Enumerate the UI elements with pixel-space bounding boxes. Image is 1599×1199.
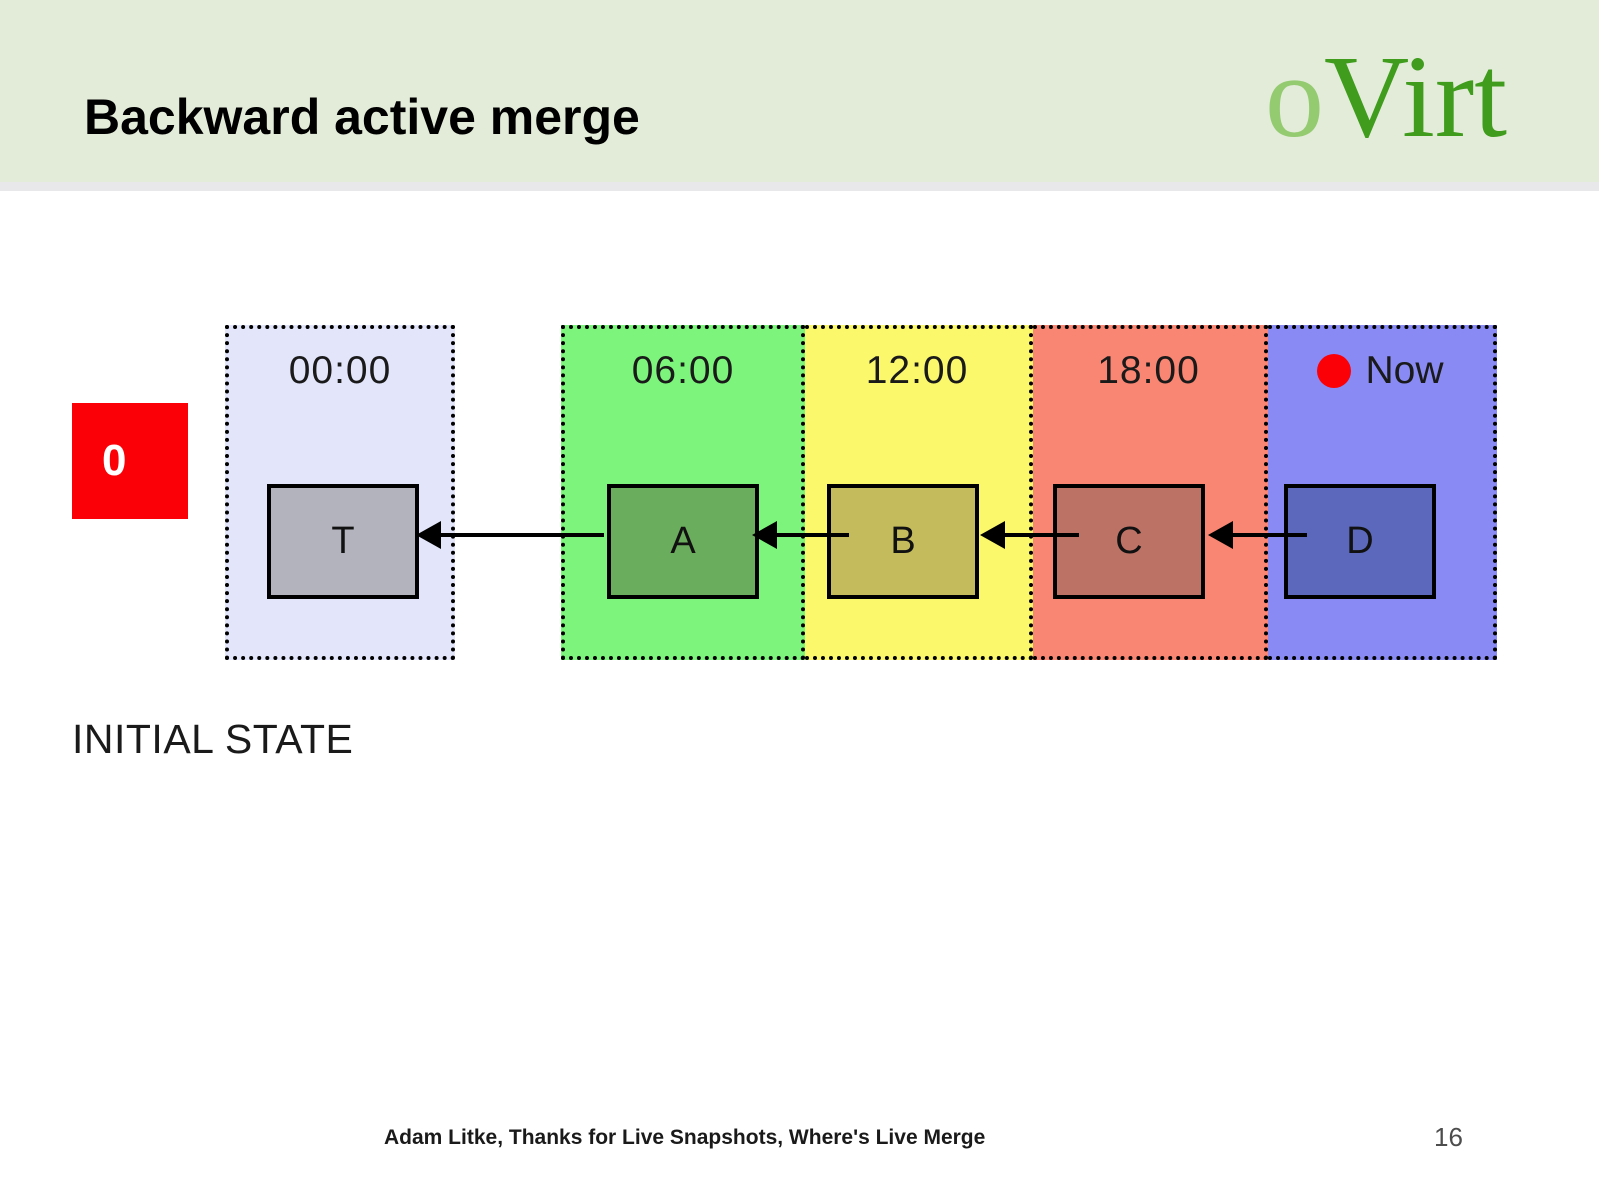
- column-time-label-1: 06:00: [631, 349, 735, 392]
- volume-box-label-t: T: [331, 520, 355, 562]
- arrow-b-to-a: [752, 521, 849, 549]
- timeline-column-1800: 18:00 C: [1033, 325, 1268, 660]
- ovirt-logo: oVirt: [1265, 38, 1507, 156]
- arrow-a-to-t: [416, 521, 604, 549]
- column-time-label-2: 12:00: [865, 349, 969, 392]
- volume-box-a: A: [607, 484, 759, 599]
- page-title: Backward active merge: [84, 89, 640, 145]
- now-label: Now: [1365, 349, 1444, 392]
- footer-credit: Adam Litke, Thanks for Live Snapshots, W…: [384, 1126, 986, 1149]
- volume-box-c: C: [1053, 484, 1205, 599]
- header-band: [0, 0, 1599, 182]
- logo-o-text: o: [1265, 31, 1324, 162]
- column-time-label-0: 00:00: [288, 349, 392, 392]
- now-dot-icon: [1317, 354, 1352, 388]
- volume-box-d: D: [1284, 484, 1436, 599]
- column-time-label-3: 18:00: [1097, 349, 1200, 392]
- arrow-d-to-c: [1208, 521, 1307, 549]
- logo-virt-text: Virt: [1324, 31, 1507, 162]
- volume-box-t: T: [267, 484, 419, 599]
- volume-box-b: B: [827, 484, 979, 599]
- state-label: INITIAL STATE: [72, 716, 354, 762]
- timeline-column-now: Now D: [1268, 325, 1497, 660]
- arrow-c-to-b: [980, 521, 1079, 549]
- step-badge-label: 0: [102, 436, 127, 485]
- volume-box-label-b: B: [890, 520, 916, 562]
- volume-box-label-a: A: [670, 520, 696, 562]
- timeline-column-0000: 00:00 T: [225, 325, 455, 660]
- header-underline: [0, 182, 1599, 191]
- volume-box-label-d: D: [1346, 520, 1374, 562]
- timeline-column-1200: 12:00 B: [805, 325, 1033, 660]
- timeline-column-0600: 06:00 A: [561, 325, 805, 660]
- step-badge: 0: [72, 403, 188, 519]
- footer-page-number: 16: [1434, 1122, 1463, 1152]
- now-marker: Now: [1268, 349, 1493, 393]
- volume-box-label-c: C: [1115, 520, 1143, 562]
